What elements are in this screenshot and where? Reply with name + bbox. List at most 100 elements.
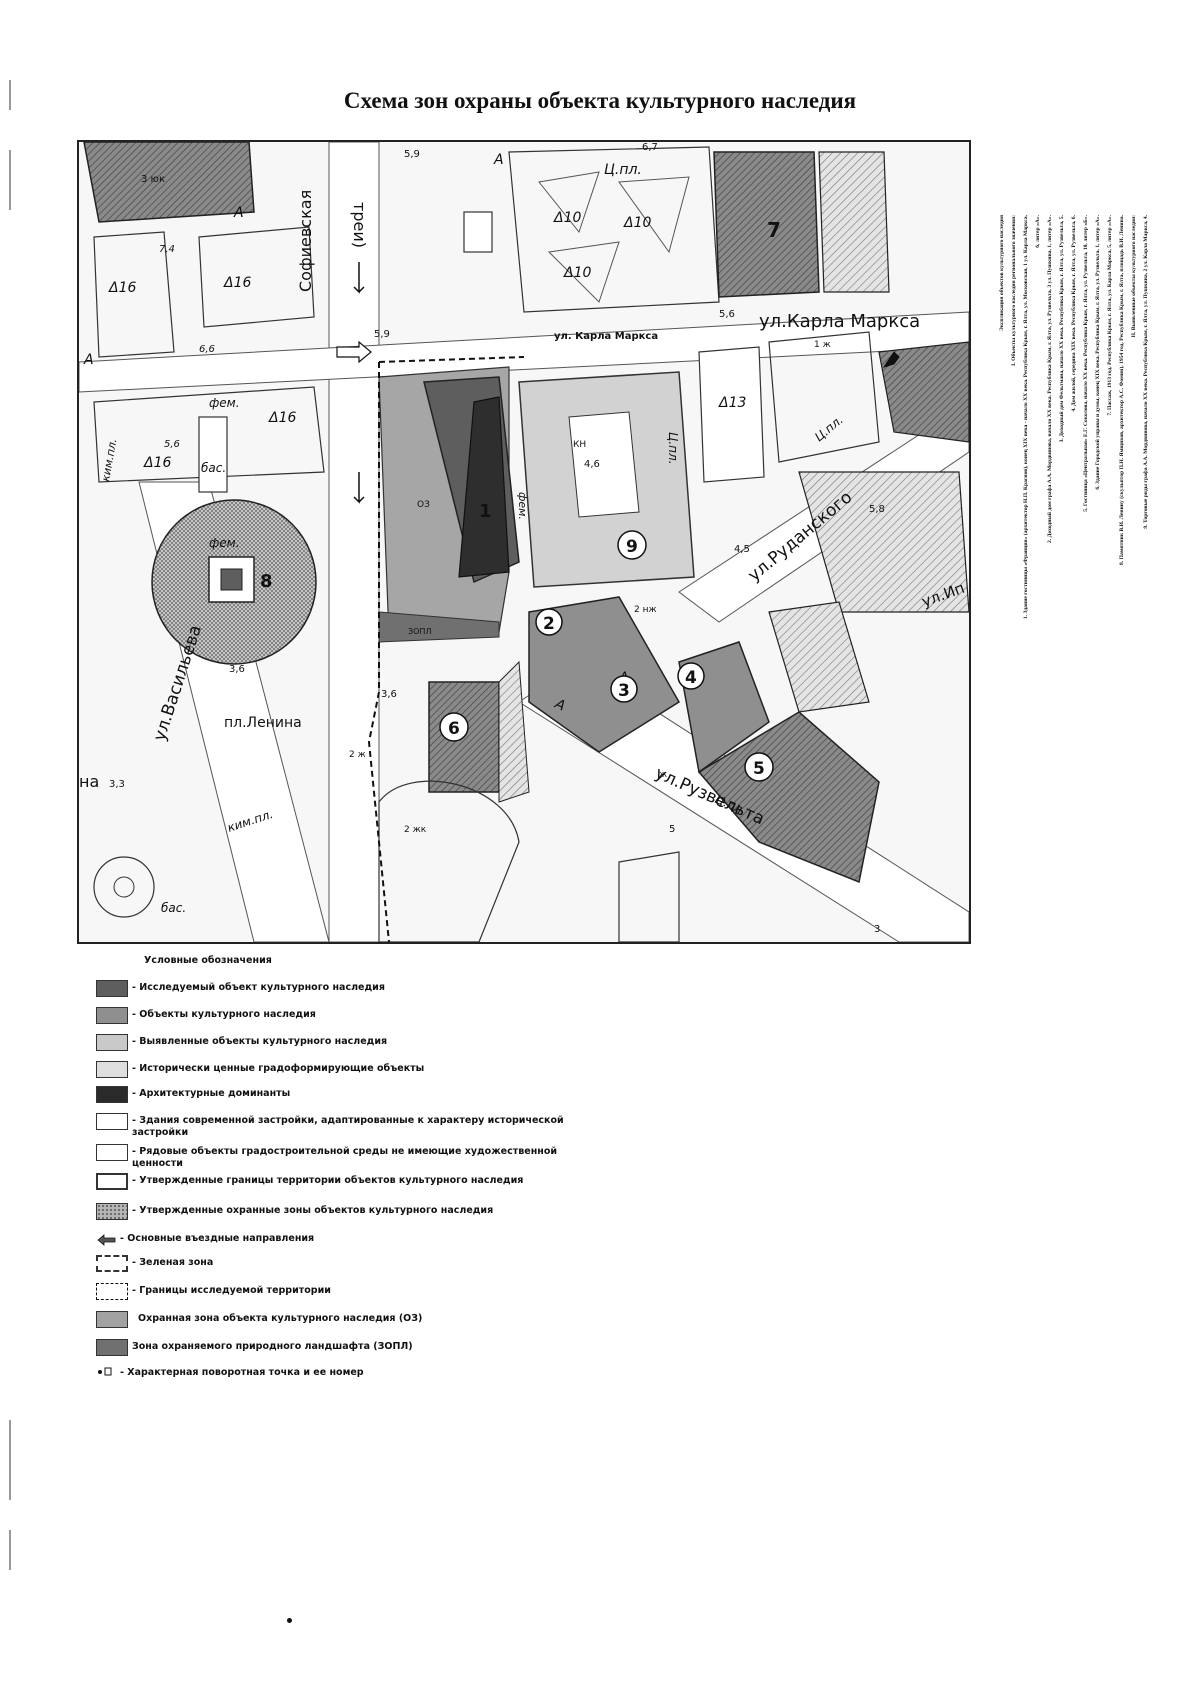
- block-a: [93, 231, 175, 358]
- label-kn: КН: [573, 440, 586, 450]
- building-top-left: [83, 142, 255, 223]
- tree-label-5: Δ16: [223, 275, 251, 291]
- street-na-label: на: [79, 772, 99, 791]
- label-bas-2: бас.: [161, 901, 186, 915]
- street-sofievskaya-label: Софиевская: [296, 190, 315, 292]
- legend-swatch: [96, 1113, 128, 1130]
- tree-label-3: Δ10: [563, 265, 591, 281]
- entry-arrow-icon: [96, 1231, 116, 1248]
- architectural-dominant: [458, 396, 510, 578]
- object-7-annex: [818, 151, 890, 293]
- page-title: Схема зон охраны объекта культурного нас…: [343, 88, 857, 113]
- legend-item-green-zone: - Зеленая зона: [96, 1255, 596, 1272]
- explication-line-8: 7. Пассаж, 1913 год. Республика Крым, г.…: [1107, 215, 1113, 416]
- legend-swatch: [96, 1034, 128, 1051]
- legend-swatch: [96, 1255, 128, 1272]
- label-ts-pl-upper-right: Ц.пл.: [812, 413, 846, 445]
- label-bas-1: бас.: [201, 461, 226, 475]
- label-yuk-top: 3 юк: [141, 174, 165, 185]
- fountain-inner: [113, 876, 135, 898]
- legend-swatch: [96, 1203, 128, 1220]
- street-karla-marksa-small-label: ул. Карла Маркса: [554, 331, 658, 342]
- street-karla-marksa-label: ул.Карла Маркса: [759, 311, 920, 332]
- legend-item-study-borders: - Границы исследуемой территории: [96, 1283, 596, 1300]
- object-number-1: 1: [479, 501, 492, 522]
- object-number-8: 8: [260, 571, 273, 592]
- elevation-4: 6,6: [199, 344, 215, 355]
- svg-text:1: 1: [479, 501, 492, 522]
- label-a-3: А: [493, 152, 504, 168]
- elevation-10: 5,8: [869, 504, 885, 515]
- label-zh-sm: ж: [659, 770, 667, 780]
- tree-label-8: Δ13: [718, 395, 746, 411]
- turn-point-icon: [96, 1365, 116, 1382]
- entry-direction-arrow-1: [336, 340, 372, 364]
- elevation-5: 5,9: [374, 329, 390, 340]
- traffic-arrow-1: [353, 262, 365, 294]
- map-canvas: ул.Карла Маркса ул. Карла Маркса ул.Васи…: [79, 142, 969, 942]
- block-c: [93, 386, 325, 483]
- scan-margin-mark: [9, 150, 11, 210]
- label-ts-pl-top: Ц.пл.: [604, 162, 642, 178]
- elevation-2: 6,7: [642, 142, 658, 153]
- explication-line-5: 4. Дом жилой, середина XIX века. Республ…: [1071, 215, 1077, 412]
- tree-label-1: Δ10: [553, 210, 581, 226]
- boundary-top: [378, 356, 525, 363]
- round-building: [378, 780, 520, 942]
- elevation-3: 7,4: [159, 244, 175, 255]
- object-number-7: 7: [767, 218, 781, 242]
- svg-text:3: 3: [618, 681, 630, 701]
- svg-text:4: 4: [685, 668, 697, 688]
- fountain-basin: [198, 416, 228, 493]
- label-fem-2: фем.: [516, 492, 529, 520]
- explication-line-3: 2. Доходный дом графа А.А. Мордвинова, н…: [1047, 215, 1053, 543]
- block-right-3: [878, 341, 969, 443]
- block-right-1: [698, 346, 765, 483]
- object-6-annex: [498, 660, 530, 803]
- block-right-4: [798, 471, 969, 613]
- elevation-12: 3,6: [381, 689, 397, 700]
- explication-line-10: 9. Торговые ряды графа А.А. Мордвинова, …: [1143, 215, 1149, 529]
- svg-text:7: 7: [767, 218, 781, 242]
- label-a-2: А: [83, 352, 94, 368]
- legend-swatch: [96, 1173, 128, 1190]
- explication-line-6: 5. Гостиница «Центральная» Е.Г. Соколова…: [1083, 215, 1089, 512]
- explication-line-2: 6, литер «А».: [1035, 215, 1041, 248]
- legend-swatch: [96, 1061, 128, 1078]
- tree-label-6: Δ16: [268, 410, 296, 426]
- kim-pl-left-label: ким.пл.: [99, 438, 119, 483]
- protection-zone-map: ул.Карла Маркса ул. Карла Маркса ул.Васи…: [77, 140, 971, 944]
- monument-base: [220, 568, 243, 591]
- legend-swatch: [96, 1283, 128, 1300]
- label-fem-3: фем.: [209, 536, 240, 550]
- label-zopl: ЗОПЛ: [408, 627, 431, 636]
- tree-label-2: Δ10: [623, 215, 651, 231]
- square-lenina-label: пл.Ленина: [224, 715, 302, 731]
- street-vertical-left: [328, 142, 380, 942]
- legend-item-entry-directions: - Основные въездные направления: [96, 1231, 596, 1248]
- explication-line-1: 1. Здание гостиницы «Франция» (архитекто…: [1023, 215, 1029, 620]
- scan-margin-mark: [9, 1530, 11, 1570]
- explication-section-1: I. Объекты культурного наследия регионал…: [1011, 215, 1017, 366]
- legend-item-dominants: - Архитектурные доминанты: [96, 1086, 596, 1103]
- park-bed-2: [618, 176, 690, 254]
- object-number-6: 6: [439, 712, 469, 742]
- legend-item-protection-zones: - Утвержденные охранные зоны объектов ку…: [96, 1203, 596, 1220]
- explication-section-2: II. Выявленные объекты культурного насле…: [1131, 215, 1137, 338]
- legend-item-zopl: Зона охраняемого природного ландшафта (З…: [96, 1339, 596, 1356]
- legend-item-turn-point: - Характерная поворотная точка и ее номе…: [96, 1365, 596, 1382]
- legend-swatch: [96, 980, 128, 997]
- svg-text:5: 5: [753, 759, 765, 779]
- label-fem-1: фем.: [209, 396, 240, 410]
- legend-item-heritage-objects: - Объекты культурного наследия: [96, 1007, 596, 1024]
- legend-swatch: [96, 1007, 128, 1024]
- block-bottom-right: [768, 601, 870, 713]
- tree-label-4: Δ16: [108, 280, 136, 296]
- object-number-9: 9: [617, 530, 647, 560]
- legend-swatch: [96, 1311, 128, 1328]
- elevation-7: 5,6: [164, 439, 180, 450]
- elevation-14: 5: [669, 824, 675, 835]
- object-8-monument: [208, 556, 255, 603]
- object-number-5: 5: [744, 752, 774, 782]
- object-7-passage: [713, 151, 820, 298]
